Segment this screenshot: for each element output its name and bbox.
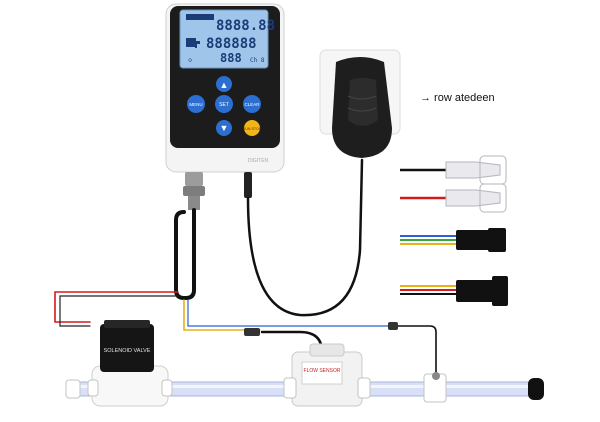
faucet-icon bbox=[186, 38, 200, 48]
wire-connector bbox=[244, 328, 260, 336]
menu-button[interactable] bbox=[187, 95, 205, 113]
valve-label: SOLENOID VALVE bbox=[104, 348, 151, 354]
down-button[interactable] bbox=[216, 120, 232, 136]
up-button[interactable] bbox=[216, 76, 232, 92]
terminal-set-1 bbox=[400, 155, 507, 185]
set-button[interactable] bbox=[215, 95, 233, 113]
lcd-row-1: 8888.88 bbox=[216, 18, 275, 34]
down-arrow-icon: ▼ bbox=[220, 123, 229, 133]
set-button-label: SET bbox=[219, 102, 229, 108]
sensor-connector bbox=[183, 172, 205, 210]
terminal-set-4 bbox=[400, 276, 508, 306]
terminal-set-2 bbox=[400, 183, 507, 213]
lcd-row-3: 888 bbox=[220, 51, 242, 65]
drop-icon: ◇ bbox=[188, 56, 193, 64]
clear-button[interactable] bbox=[243, 95, 261, 113]
power-adapter bbox=[319, 49, 401, 158]
wire-connector-2 bbox=[388, 322, 398, 330]
model-label: DIGITEN bbox=[248, 158, 269, 164]
power-cable-plug bbox=[244, 172, 252, 198]
solenoid-valve: SOLENOID VALVE bbox=[87, 320, 173, 407]
lcd-row-2: 888888 bbox=[206, 36, 257, 52]
lcd-channel: Ch 8 bbox=[250, 57, 265, 64]
wiring bbox=[54, 158, 437, 379]
caption: → row atedeen bbox=[420, 92, 495, 104]
sensor-label: FLOW SENSOR bbox=[304, 368, 341, 374]
up-arrow-icon: ▲ bbox=[220, 80, 229, 90]
lcd-screen bbox=[179, 9, 269, 69]
clear-button-label: CLEAR bbox=[244, 102, 260, 107]
menu-button-label: MENU bbox=[189, 102, 202, 107]
terminal-set-3 bbox=[400, 228, 506, 252]
flow-controller: 8888.88 888888 ◇ 888 Ch 8 ▲ MENU SET CLE… bbox=[165, 3, 285, 173]
pipe-end-cap bbox=[528, 378, 544, 400]
flow-sensor: FLOW SENSOR bbox=[283, 343, 371, 407]
run-stop-label: RUN STOP bbox=[243, 127, 262, 131]
run-stop-button[interactable] bbox=[244, 120, 260, 136]
